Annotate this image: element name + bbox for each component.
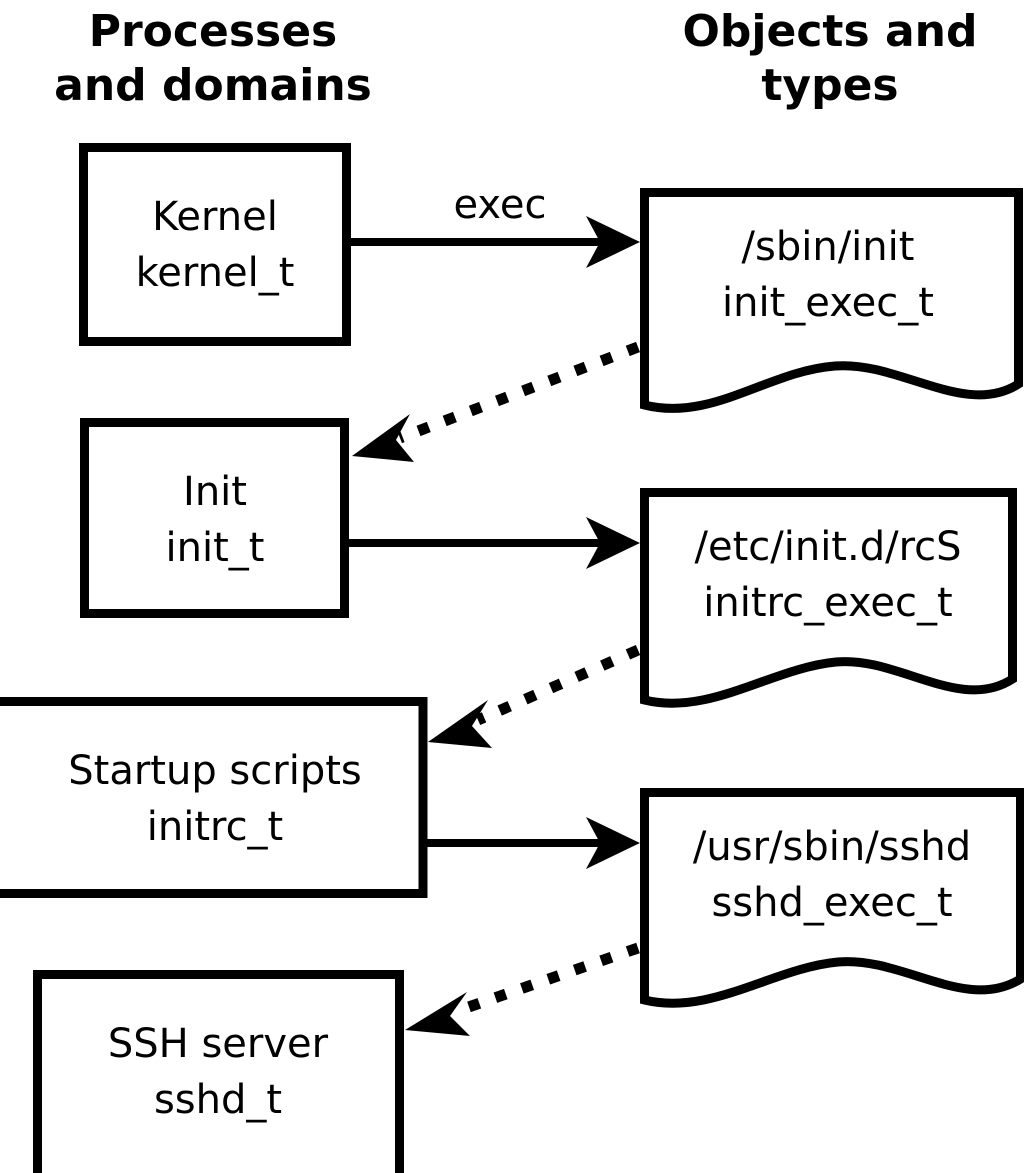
edge-initrc_exec-transition-arrowhead [428,700,492,748]
node-sshd_exec-label-line1: /usr/sbin/sshd [693,824,971,870]
edge-init_exec-transition-init [352,341,640,462]
edge-kernel-exec-arrowhead [586,216,640,268]
column-header-objects-line2: types [761,60,898,111]
node-initrc_exec[interactable]: /etc/init.d/rcS initrc_exec_t [640,488,1017,708]
column-header-processes-line2: and domains [54,60,372,111]
node-init[interactable]: Init init_t [80,418,349,618]
node-init_exec-label-line2: init_exec_t [722,280,934,326]
node-initrc-label-line1: Startup scripts [68,748,361,794]
edge-initrc_exec-transition-initrc [428,644,641,748]
node-sshd_exec-label-line2: sshd_exec_t [711,880,952,926]
edge-kernel-exec-init_exec: exec [350,182,640,268]
node-sshd-label-line2: sshd_t [154,1077,282,1123]
edge-sshd_exec-transition-sshd [405,942,640,1036]
node-sshd-box[interactable] [33,970,404,1173]
edge-init_exec-transition-arrowhead [352,414,414,462]
node-init-box[interactable] [80,418,349,618]
node-initrc_exec-document-shape[interactable] [640,488,1017,708]
edge-initrc-exec-arrowhead [586,817,640,869]
node-init_exec[interactable]: /sbin/init init_exec_t [640,188,1023,413]
edge-sshd_exec-transition-arrowhead [405,992,470,1036]
node-init_exec-document-shape[interactable] [640,188,1023,413]
node-sshd[interactable]: SSH server sshd_t [33,970,404,1173]
node-initrc[interactable]: Startup scripts initrc_t [0,697,428,898]
node-sshd-label-line1: SSH server [108,1021,329,1067]
node-kernel[interactable]: Kernel kernel_t [79,143,351,346]
edge-initrc_exec-transition-line [475,644,641,726]
node-initrc_exec-label-line2: initrc_exec_t [703,580,952,626]
node-init-label-line2: init_t [166,525,265,571]
edge-sshd_exec-transition-line [458,942,640,1016]
edge-init-exec-arrowhead [586,517,640,569]
edge-init-exec-initrc_exec [349,517,640,569]
edge-label-exec: exec [454,182,547,228]
edge-initrc-exec-sshd_exec [427,817,640,869]
column-header-processes: Processes and domains [54,6,372,111]
column-header-objects: Objects and types [683,6,978,111]
node-kernel-box[interactable] [79,143,351,346]
column-header-objects-line1: Objects and [683,6,978,57]
node-initrc_exec-label-line1: /etc/init.d/rcS [694,524,961,570]
node-sshd_exec-document-shape[interactable] [640,788,1024,1008]
node-init-label-line1: Init [183,469,247,515]
node-initrc-box[interactable] [0,697,428,898]
node-sshd_exec[interactable]: /usr/sbin/sshd sshd_exec_t [640,788,1024,1008]
node-kernel-label-line1: Kernel [152,194,278,240]
node-init_exec-label-line1: /sbin/init [742,224,915,270]
node-initrc-label-line2: initrc_t [147,804,284,850]
node-kernel-label-line2: kernel_t [136,250,295,296]
column-header-processes-line1: Processes [89,6,338,57]
